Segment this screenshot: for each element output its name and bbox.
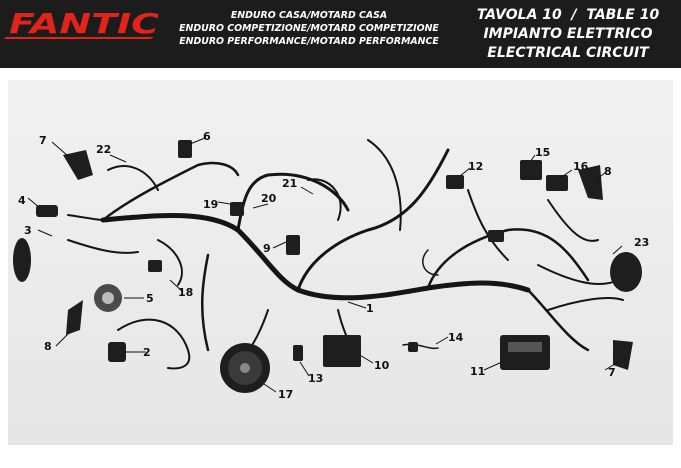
connector-part <box>520 160 542 180</box>
headlight-part <box>13 238 31 282</box>
turn-signal-rear-left <box>66 300 83 335</box>
callout-2: 2 <box>143 346 151 359</box>
turn-signal-rear-right <box>613 340 633 370</box>
callout-7b: 7 <box>608 366 616 379</box>
callout-9: 9 <box>263 242 271 255</box>
callout-14: 14 <box>448 331 464 344</box>
model-line-3: ENDURO PERFORMANCE/MOTARD PERFORMANCE <box>179 36 439 47</box>
model-line-2: ENDURO COMPETIZIONE/MOTARD COMPETIZIONE <box>179 23 439 34</box>
temp-sensor-part <box>293 345 303 361</box>
callout-13: 13 <box>308 372 323 385</box>
callout-6: 6 <box>203 130 211 143</box>
turn-signal-front-left <box>63 150 93 180</box>
callout-21: 21 <box>282 177 297 190</box>
model-list: ENDURO CASA/MOTARD CASA ENDURO COMPETIZI… <box>168 9 450 48</box>
components <box>13 140 642 393</box>
small-relay-part <box>488 230 504 242</box>
callout-8a: 8 <box>44 340 52 353</box>
callout-20: 20 <box>261 192 277 205</box>
callout-7a: 7 <box>39 134 47 147</box>
turn-signal-front-right <box>578 165 603 200</box>
sensor-part <box>230 202 244 216</box>
logo-text: FANTIC <box>9 7 160 40</box>
logo-swoosh <box>4 37 154 39</box>
model-line-1: ENDURO CASA/MOTARD CASA <box>230 10 388 21</box>
header-bar: FANTIC ENDURO CASA/MOTARD CASA ENDURO CO… <box>0 0 681 68</box>
relay-part <box>446 175 464 189</box>
callout-18: 18 <box>178 286 193 299</box>
callout-12: 12 <box>468 160 483 173</box>
switch-part <box>36 205 58 217</box>
flasher-part <box>546 175 568 191</box>
callout-16: 16 <box>573 160 589 173</box>
ecu-part <box>500 335 550 370</box>
callout-5: 5 <box>146 292 154 305</box>
title-english: ELECTRICAL CIRCUIT <box>487 45 649 61</box>
callout-15: 15 <box>535 146 550 159</box>
ignition-part <box>108 342 126 362</box>
harness-illustration: 7 22 6 4 3 19 20 21 9 5 18 8 2 17 13 1 1… <box>13 130 649 401</box>
spark-cap-part <box>178 140 192 158</box>
main-harness <box>67 139 624 371</box>
callout-lines <box>27 137 623 393</box>
callout-11: 11 <box>470 365 485 378</box>
title-italian: IMPIANTO ELETTRICO <box>483 26 653 42</box>
table-number: TAVOLA 10 / TABLE 10 <box>476 7 660 23</box>
callout-1: 1 <box>366 302 374 315</box>
table-title: TAVOLA 10 / TABLE 10 IMPIANTO ELETTRICO … <box>457 6 679 63</box>
callout-10: 10 <box>374 359 390 372</box>
callout-17: 17 <box>278 388 293 401</box>
callout-labels: 7 22 6 4 3 19 20 21 9 5 18 8 2 17 13 1 1… <box>18 130 649 401</box>
wiring-harness-photo: 7 22 6 4 3 19 20 21 9 5 18 8 2 17 13 1 1… <box>8 80 673 445</box>
callout-3: 3 <box>24 224 32 237</box>
callout-4: 4 <box>18 194 26 207</box>
neutral-switch-part <box>408 342 418 352</box>
fantic-logo: FANTIC <box>4 7 160 40</box>
callout-19: 19 <box>203 198 218 211</box>
stop-switch-part <box>148 260 162 272</box>
regulator-part <box>323 335 361 367</box>
callout-22: 22 <box>96 143 111 156</box>
fuse-part <box>286 235 300 255</box>
callout-23: 23 <box>634 236 649 249</box>
callout-8b: 8 <box>604 165 612 178</box>
tail-light-part <box>610 252 642 292</box>
